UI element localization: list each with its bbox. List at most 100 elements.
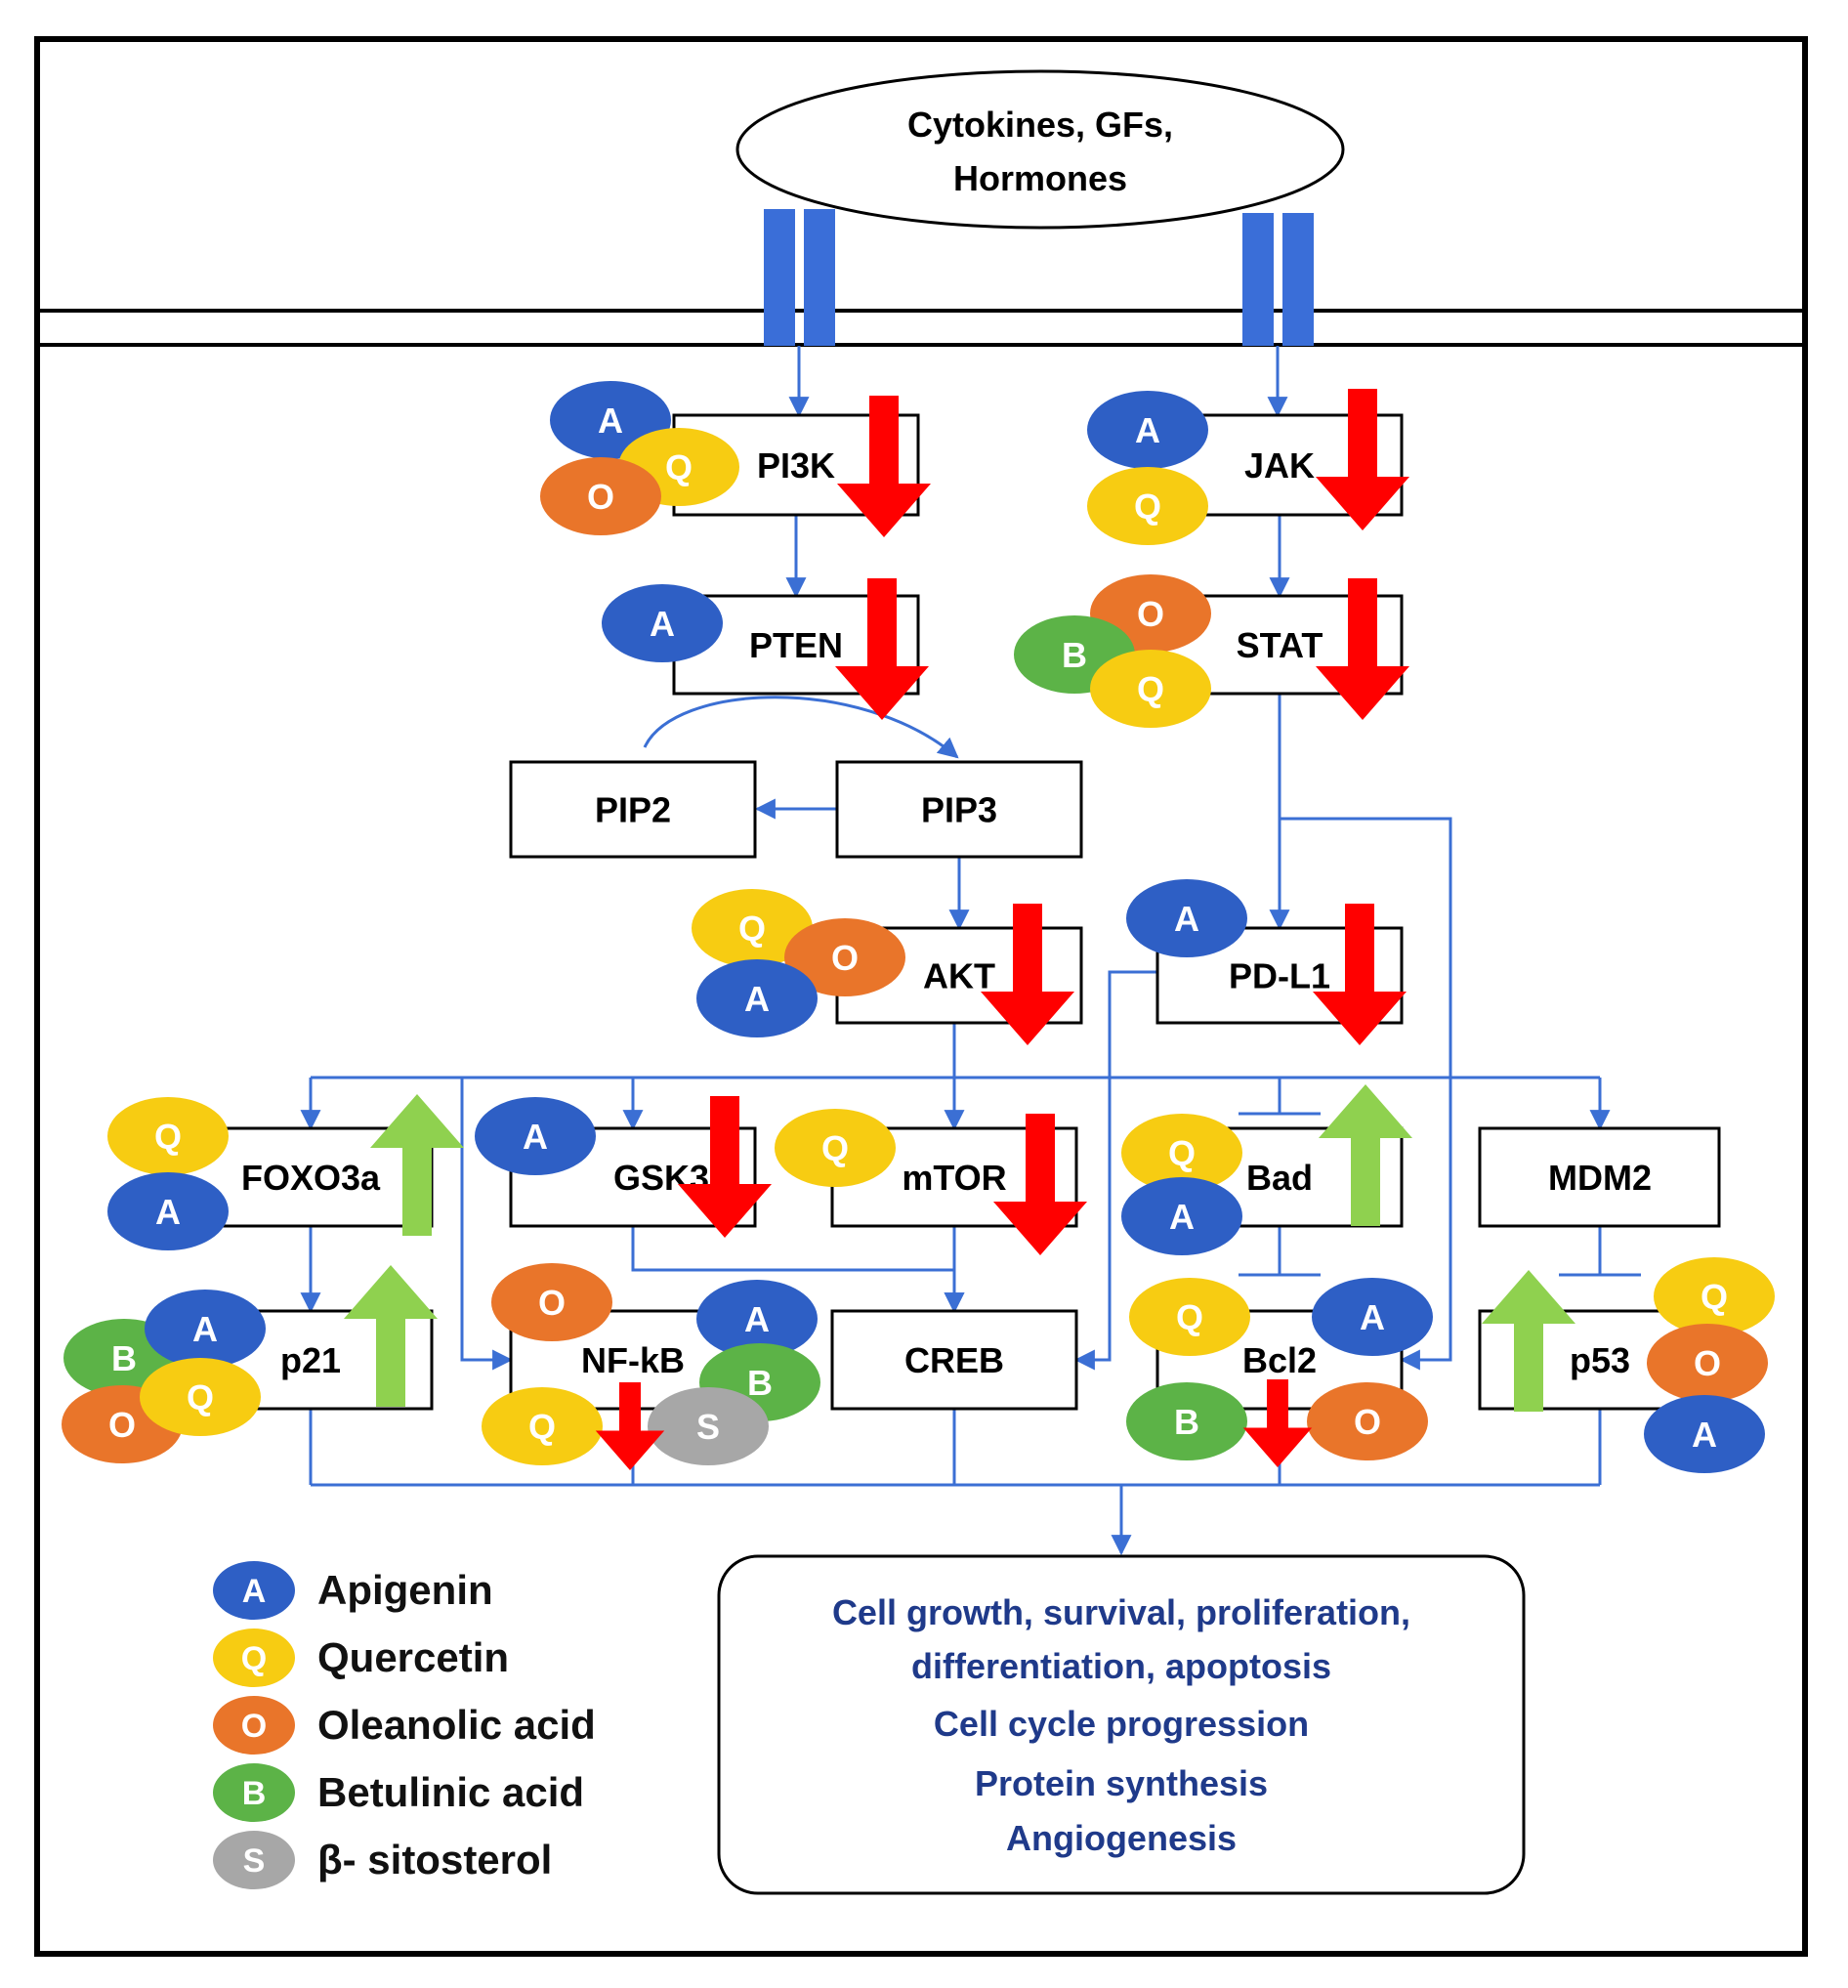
node-label-pten: PTEN [749, 625, 843, 665]
inhibit-bad-bcl2 [1239, 1226, 1321, 1277]
svg-text:O: O [108, 1405, 136, 1445]
svg-text:Q: Q [738, 909, 766, 949]
svg-text:Betulinic acid: Betulinic acid [317, 1769, 584, 1815]
svg-text:O: O [241, 1708, 267, 1745]
svg-text:A: A [598, 401, 623, 441]
svg-text:O: O [1137, 594, 1164, 634]
node-label-akt: AKT [923, 956, 995, 996]
svg-text:Q: Q [1137, 669, 1164, 709]
legend-item-betulinic-acid: B Betulinic acid [213, 1763, 584, 1822]
conn-pten-pip3 [643, 696, 959, 759]
badge-foxo3a-apigenin: A [107, 1172, 229, 1250]
node-label-foxo3a: FOXO3a [241, 1158, 381, 1198]
svg-text:Q: Q [1701, 1277, 1728, 1317]
svg-text:A: A [242, 1573, 267, 1610]
svg-text:Oleanolic acid: Oleanolic acid [317, 1702, 596, 1748]
node-pip3: PIP3 [835, 760, 1083, 859]
svg-text:Apigenin: Apigenin [317, 1567, 493, 1613]
badge-akt-quercetin: Q [692, 889, 813, 967]
regulation-down-arrow-nfkb [595, 1382, 665, 1470]
figure-frame [34, 36, 1808, 1957]
node-creb: CREB [830, 1309, 1078, 1411]
regulation-up-arrow-p21 [344, 1265, 438, 1407]
svg-text:B: B [747, 1363, 773, 1403]
svg-text:A: A [1135, 410, 1160, 450]
svg-text:B: B [1174, 1402, 1199, 1442]
svg-text:A: A [155, 1192, 181, 1232]
svg-text:A: A [650, 604, 675, 644]
badge-p21-quercetin: Q [140, 1358, 261, 1436]
pathway-connectors [300, 346, 1641, 1556]
badge-bcl2-quercetin: Q [1129, 1278, 1250, 1356]
ligand-label-line2: Hormones [953, 158, 1127, 198]
svg-text:A: A [1360, 1297, 1385, 1337]
outcome-line-1: Cell growth, survival, proliferation, [832, 1592, 1410, 1632]
svg-text:Q: Q [187, 1377, 214, 1417]
badge-p53-quercetin: Q [1654, 1257, 1775, 1335]
conn-stat-bcl2 [1280, 817, 1452, 1371]
inhibit-mdm2-p53 [1559, 1226, 1641, 1277]
svg-text:Q: Q [528, 1407, 556, 1447]
badge-nfkb-apigenin: A [696, 1280, 818, 1358]
node-label-pdl1: PD-L1 [1229, 956, 1330, 996]
regulation-down-arrow-pten [835, 578, 929, 720]
svg-text:A: A [1169, 1197, 1195, 1237]
badge-bad-quercetin: Q [1121, 1114, 1242, 1192]
outcome-line-5: Angiogenesis [1006, 1818, 1237, 1858]
badge-bad-apigenin: A [1121, 1177, 1242, 1255]
cell-membrane [37, 309, 1805, 347]
svg-text:A: A [1692, 1415, 1717, 1455]
svg-text:O: O [1694, 1343, 1721, 1383]
node-label-stat: STAT [1237, 625, 1323, 665]
badge-pi3k-oleanolic-acid: O [540, 457, 661, 535]
outcome-line-3: Cell cycle progression [934, 1704, 1309, 1744]
node-label-creb: CREB [904, 1340, 1004, 1380]
badge-akt-apigenin: A [696, 959, 818, 1037]
badge-p53-apigenin: A [1644, 1395, 1765, 1473]
node-label-bcl2: Bcl2 [1242, 1340, 1317, 1380]
badge-nfkb-oleanolic-acid: O [491, 1263, 612, 1341]
node-label-pip2: PIP2 [595, 790, 671, 830]
node-mdm2: MDM2 [1478, 1126, 1721, 1228]
badge-bcl2-betulinic-acid: B [1126, 1382, 1247, 1460]
legend-item-oleanolic-acid: O Oleanolic acid [213, 1696, 596, 1755]
node-label-mdm2: MDM2 [1548, 1158, 1652, 1198]
badge-gsk3b-apigenin: A [475, 1097, 596, 1175]
node-label-jak: JAK [1244, 445, 1315, 486]
conn-pdl1-creb [1073, 970, 1157, 1371]
badge-nfkb--sitosterol: S [648, 1387, 769, 1465]
badge-foxo3a-quercetin: Q [107, 1097, 229, 1175]
badge-jak-quercetin: Q [1087, 467, 1208, 545]
badge-pdl1-apigenin: A [1126, 879, 1247, 957]
node-label-nfkb: NF-kB [581, 1340, 685, 1380]
badge-p53-oleanolic-acid: O [1647, 1324, 1768, 1402]
badge-akt-oleanolic-acid: O [784, 918, 905, 996]
outcome-box: Cell growth, survival, proliferation, di… [717, 1554, 1526, 1895]
svg-text:S: S [696, 1407, 720, 1447]
ligand-ellipse: Cytokines, GFs, Hormones [735, 69, 1345, 230]
svg-text:Q: Q [1168, 1133, 1196, 1173]
regulation-down-arrow-jak [1316, 389, 1409, 530]
regulation-down-arrow-pi3k [837, 396, 931, 537]
regulation-down-arrow-akt [981, 904, 1074, 1045]
svg-text:B: B [242, 1775, 267, 1812]
svg-text:A: A [744, 1299, 770, 1339]
node-label-pip3: PIP3 [921, 790, 997, 830]
badge-jak-apigenin: A [1087, 391, 1208, 469]
svg-text:Q: Q [1134, 486, 1161, 527]
svg-text:β- sitosterol: β- sitosterol [317, 1837, 552, 1882]
svg-text:Q: Q [821, 1128, 849, 1168]
ligand-label-line1: Cytokines, GFs, [907, 105, 1173, 145]
svg-text:O: O [1354, 1402, 1381, 1442]
svg-text:Q: Q [665, 447, 693, 487]
svg-text:O: O [538, 1283, 566, 1323]
receptor-left [764, 209, 835, 346]
badge-mtor-quercetin: Q [775, 1109, 896, 1187]
outcome-line-4: Protein synthesis [975, 1763, 1268, 1803]
badge-bcl2-apigenin: A [1312, 1278, 1433, 1356]
badge-bcl2-oleanolic-acid: O [1307, 1382, 1428, 1460]
